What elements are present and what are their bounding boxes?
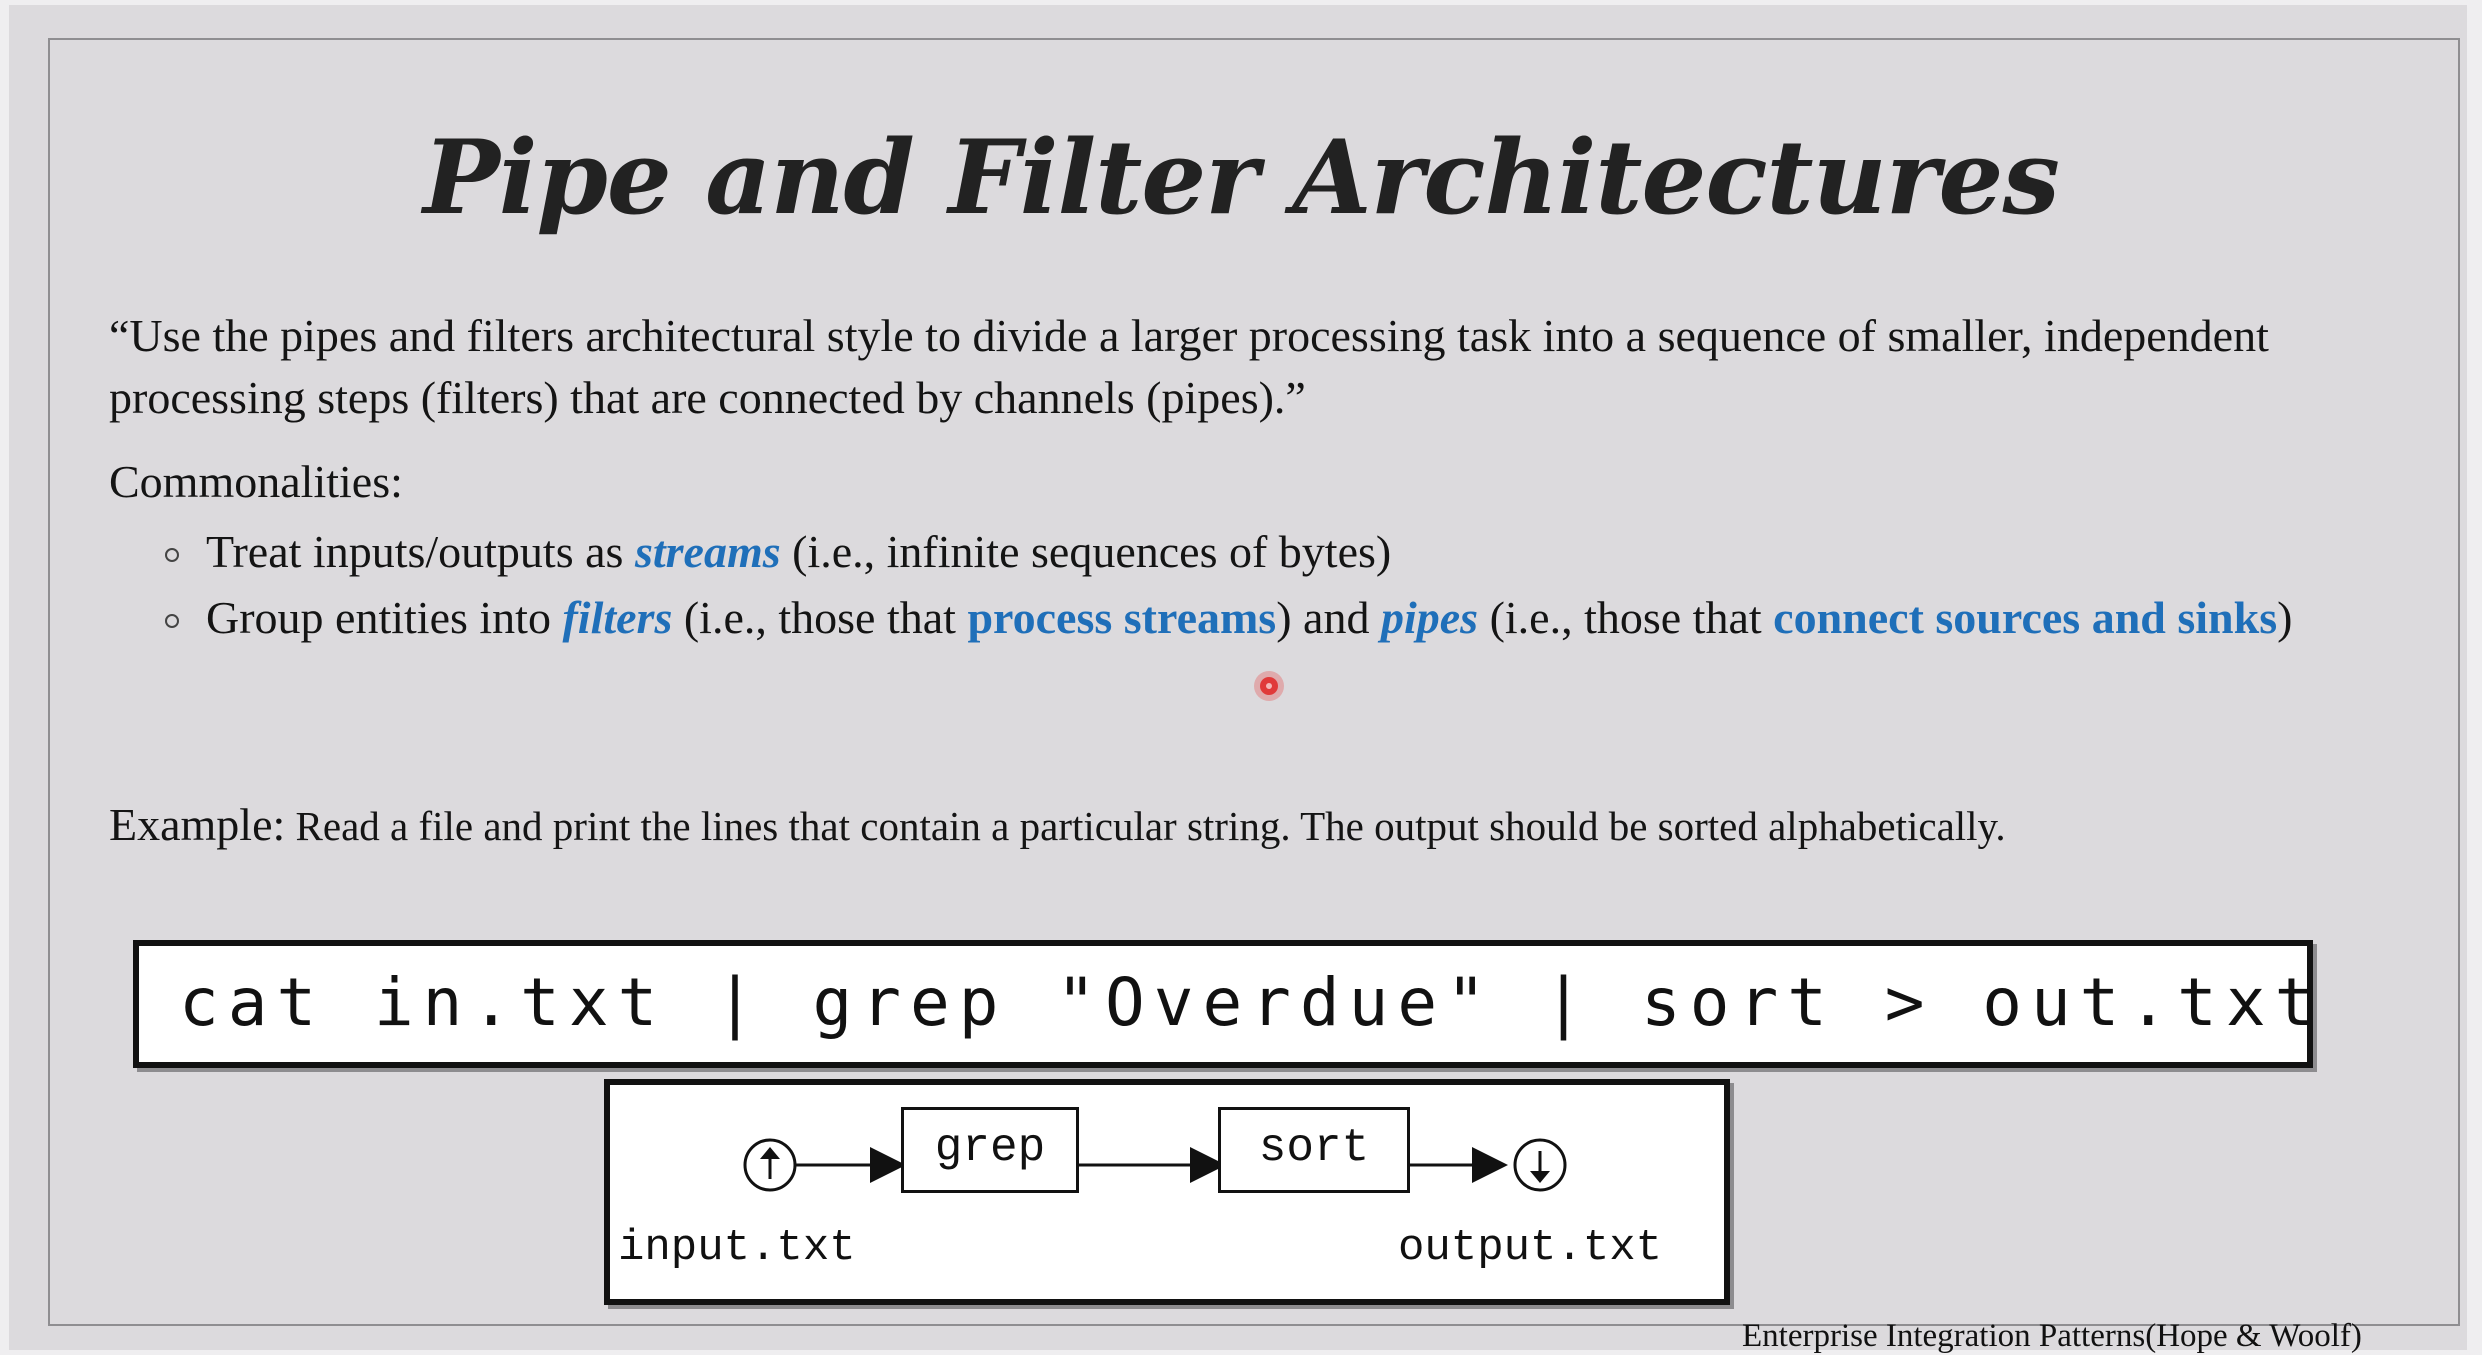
bullet-text: (i.e., those that	[672, 592, 968, 643]
bullet-text: Treat inputs/outputs as	[206, 526, 635, 577]
list-item: Group entities into filters (i.e., those…	[160, 592, 2400, 644]
term-pipes: pipes	[1380, 592, 1479, 643]
term-filters: filters	[562, 592, 673, 643]
bullet-circle-icon	[165, 614, 179, 628]
citation: Enterprise Integration Patterns(Hope & W…	[1742, 1318, 2362, 1354]
output-label: output.txt	[1398, 1223, 1663, 1273]
filter-grep-box: grep	[901, 1107, 1079, 1193]
sink-endpoint-icon	[1513, 1138, 1567, 1192]
slide-frame	[48, 38, 2460, 1326]
source-endpoint-icon	[743, 1138, 797, 1192]
input-label: input.txt	[618, 1223, 856, 1273]
filter-sort-box: sort	[1218, 1107, 1410, 1193]
commonalities-list: Treat inputs/outputs as streams (i.e., i…	[160, 526, 2400, 658]
commonalities-heading: Commonalities:	[109, 456, 403, 507]
pipeline-diagram: grep sort input.txt output.txt	[604, 1079, 1730, 1305]
example-text: Read a file and print the lines that con…	[285, 803, 2006, 849]
bullet-text: (i.e., those that	[1478, 592, 1774, 643]
laser-pointer-icon	[1260, 677, 1278, 695]
command-box: cat in.txt | grep "Overdue" | sort > out…	[133, 940, 2314, 1068]
quote-text: “Use the pipes and filters architectural…	[109, 310, 2269, 423]
bullet-text: (i.e., infinite sequences of bytes)	[780, 526, 1392, 577]
term-streams: streams	[634, 526, 781, 577]
bullet-circle-icon	[165, 548, 179, 562]
example-line: Example: Read a file and print the lines…	[109, 798, 2449, 851]
pipeline-arrows	[743, 1138, 1567, 1192]
bullet-text: Group entities into	[206, 592, 563, 643]
highlight-process-streams: process streams	[967, 592, 1277, 643]
list-item: Treat inputs/outputs as streams (i.e., i…	[160, 526, 2400, 578]
slide-title: Pipe and Filter Architectures	[423, 118, 2060, 238]
highlight-connect-sources-sinks: connect sources and sinks	[1773, 592, 2278, 643]
example-label: Example:	[109, 799, 286, 850]
command-text: cat in.txt | grep "Overdue" | sort > out…	[179, 964, 2324, 1041]
bullet-text: )	[2277, 592, 2293, 643]
bullet-text: ) and	[1276, 592, 1381, 643]
